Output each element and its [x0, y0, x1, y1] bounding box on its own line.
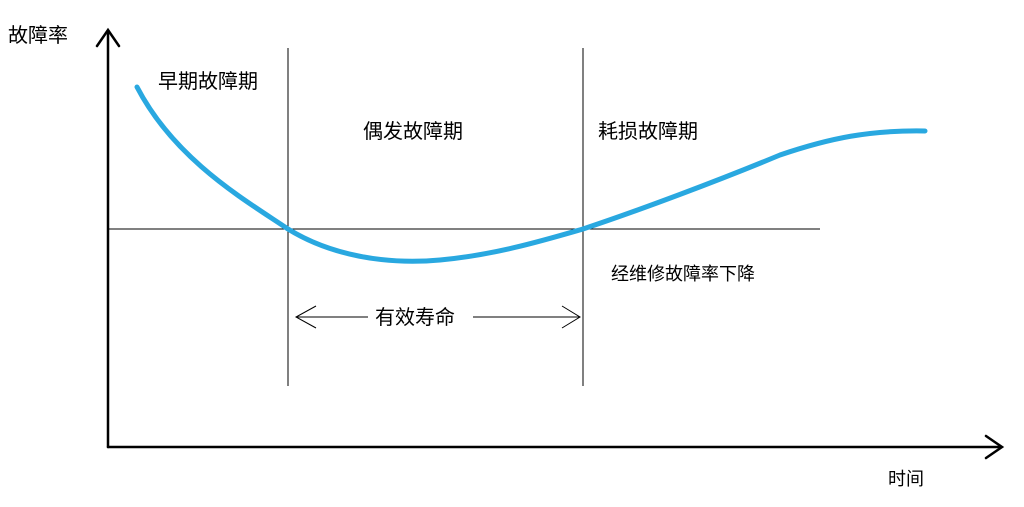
phase-label-early: 早期故障期 [158, 69, 258, 93]
x-axis-label: 时间 [888, 469, 924, 490]
failure-rate-curve [134, 84, 928, 264]
phase-label-wearout: 耗损故障期 [598, 119, 698, 143]
useful-life-label: 有效寿命 [375, 305, 455, 329]
useful-life-arrowhead-right [561, 305, 581, 329]
after-repair-label: 经维修故障率下降 [611, 264, 755, 285]
x-axis-arrowhead [984, 434, 1005, 460]
y-axis-arrowhead [95, 27, 121, 48]
phase-label-random: 偶发故障期 [363, 119, 463, 143]
y-axis-label: 故障率 [8, 23, 68, 47]
useful-life-arrowhead-left [294, 305, 317, 329]
